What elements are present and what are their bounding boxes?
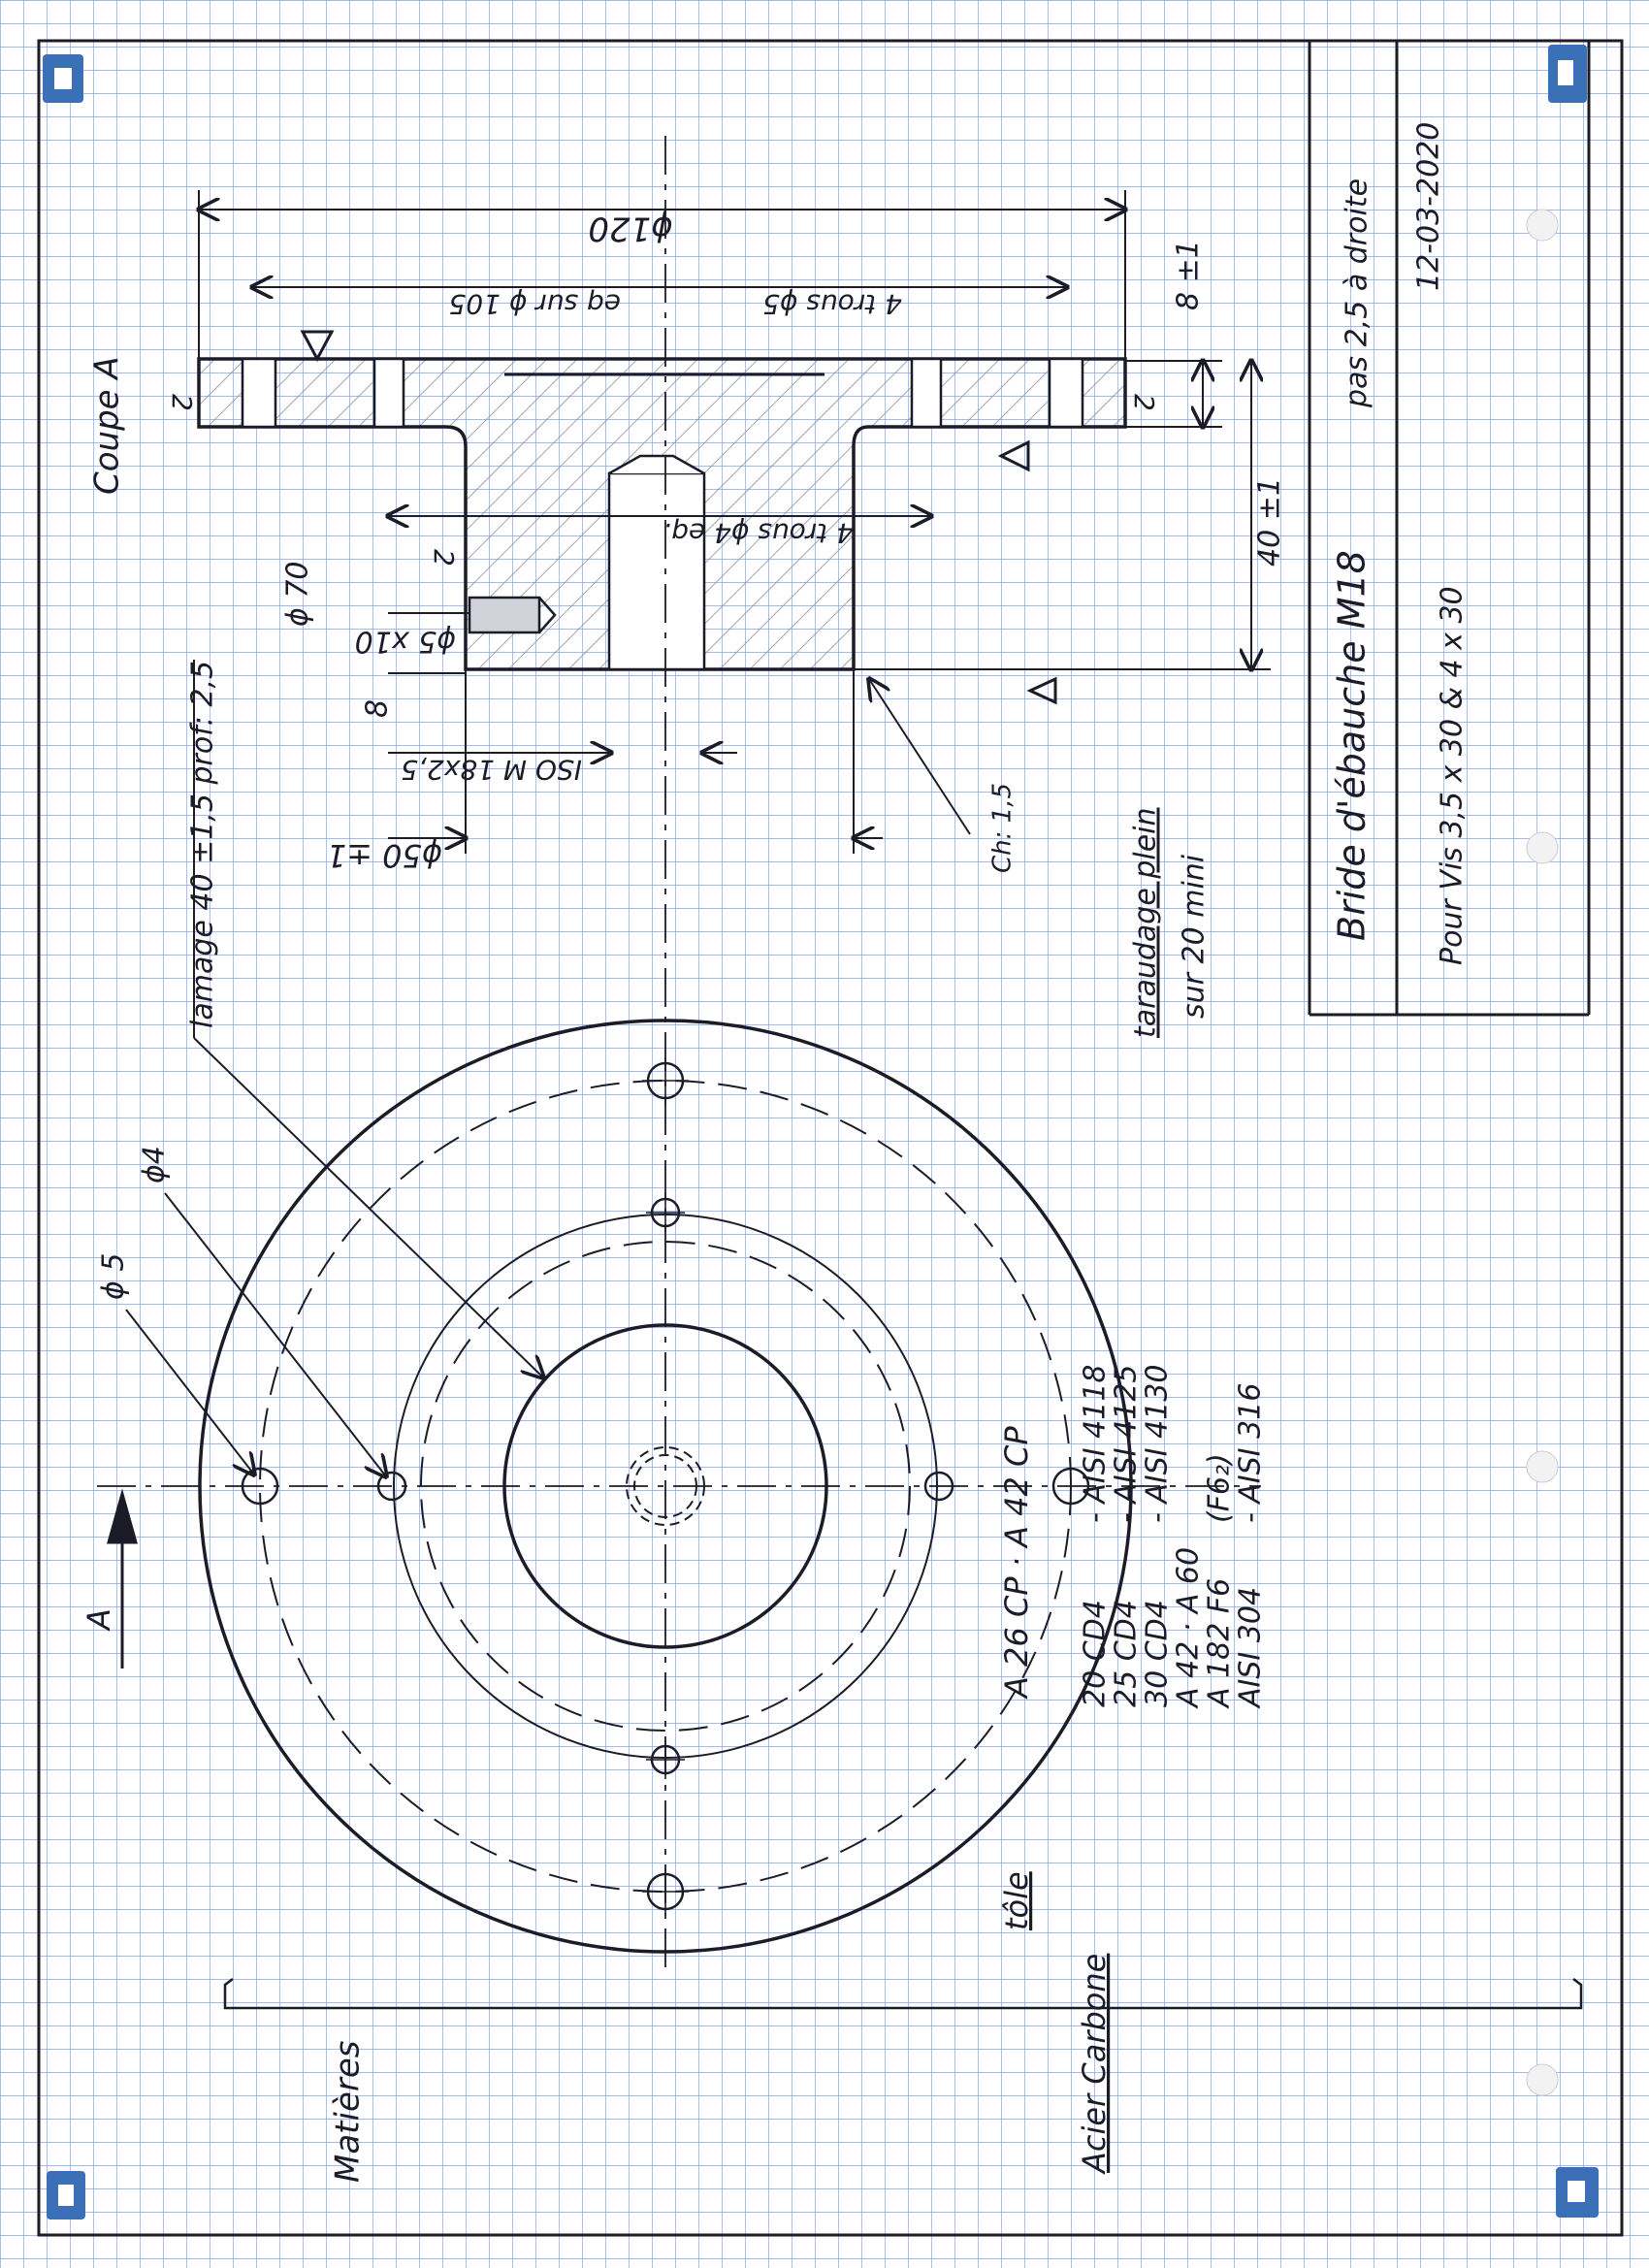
materials-tole-label: tôle (998, 1871, 1035, 1930)
bolt-circle-4 (420, 1241, 911, 1732)
note-lamage: lamage 40 ±1,5 prof: 2,5 (186, 661, 220, 1028)
steel-grade: A 42 · A 60 (1172, 1547, 1206, 1709)
hub-circle (502, 1323, 828, 1649)
corner-registration-mark-icon (47, 2171, 85, 2219)
hole-d5 (241, 1467, 279, 1506)
machining-triangle-icon (997, 439, 1030, 472)
materials-steel-list: 20 CD4 - AISI 4118 25 CD4 - AISI 4125 30… (1079, 1364, 1268, 1709)
steel-equiv: - AISI 4125 (1110, 1364, 1144, 1523)
note-tapping: taraudage plein (1129, 807, 1163, 1038)
machining-triangle-icon (300, 330, 335, 363)
bore-circle (626, 1446, 705, 1526)
title-screws: Pour Vis 3,5 x 30 & 4 x 30 (1436, 586, 1470, 965)
punch-hole (1526, 1450, 1559, 1483)
steel-grade: A 182 F6 (1203, 1578, 1237, 1709)
punch-hole (1526, 2063, 1559, 2096)
dim-d120: ϕ120 (588, 210, 672, 248)
machining-triangle-icon (1026, 676, 1057, 705)
dim-d50: ϕ50 ±1 (327, 837, 442, 874)
dim-height-40: 40 ±1 (1253, 477, 1287, 567)
steel-equiv: (F6₂) (1203, 1453, 1237, 1523)
section-arrow-icon (107, 1488, 138, 1669)
dim-d70: ϕ 70 (281, 562, 315, 628)
hole-d5 (1051, 1467, 1090, 1506)
punch-hole (1526, 831, 1559, 864)
section-pin (468, 596, 541, 634)
drawing-frame (37, 39, 1624, 2237)
dim-holes-5: 4 trous ϕ5 (762, 288, 902, 320)
corner-registration-mark-icon (1548, 45, 1587, 103)
outer-circle (198, 1019, 1133, 1954)
steel-grade: 20 CD4 (1079, 1600, 1113, 1707)
surface-mark-a: 2 (166, 394, 198, 411)
corner-registration-mark-icon (1556, 2167, 1599, 2218)
steel-equiv: - AISI 4118 (1079, 1364, 1113, 1523)
hole-d4 (923, 1471, 954, 1502)
plan-view (97, 660, 1261, 1954)
hole-d4 (376, 1471, 407, 1502)
dim-thick-8: 8 ±1 (1172, 240, 1206, 310)
dim-eight: 8 (361, 699, 395, 718)
bore-circle-inner (633, 1454, 697, 1518)
dimension-lines (199, 190, 1271, 854)
dim-eq-105: eq sur ϕ 105 (449, 288, 621, 320)
punch-hole (1526, 209, 1559, 242)
surface-mark-b: 2 (1128, 394, 1160, 411)
section-arrow-letter: A (81, 1608, 117, 1632)
surface-mark-c: 2 (428, 549, 460, 567)
steel-grade: 25 CD4 (1110, 1600, 1144, 1707)
dim-chamfer: Ch: 1,5 (988, 783, 1018, 873)
dim-iso-m18: ISO M 18x2,5 (401, 754, 582, 786)
materials-brace (223, 1978, 1583, 2010)
section-bore (607, 471, 706, 671)
dim-holes-4: 4 trous ϕ4 eq. (663, 517, 854, 549)
materials-label: Matières (329, 2041, 368, 2183)
title-block (1308, 41, 1591, 1017)
section-title: Coupe A (88, 356, 127, 495)
note-tapping-min: sur 20 mini (1178, 854, 1212, 1019)
dim-d5x10: ϕ5 x10 (355, 625, 456, 659)
title-pitch: pas 2,5 à droite (1341, 178, 1374, 408)
section-bore-cone (608, 454, 705, 475)
section-bolt-holes (241, 357, 1084, 429)
bolt-circle-105 (259, 1080, 1072, 1893)
steel-grade: AISI 304 (1234, 1587, 1268, 1709)
steel-grade: 30 CD4 (1141, 1600, 1175, 1707)
corner-registration-mark-icon (43, 54, 83, 103)
materials-steel-label: Acier Carbone (1076, 1954, 1113, 2175)
steel-equiv: - AISI 4130 (1141, 1364, 1175, 1523)
note-d4: ϕ4 (138, 1146, 172, 1183)
steel-equiv: - AISI 316 (1234, 1383, 1268, 1523)
note-d5: ϕ 5 (97, 1253, 131, 1300)
materials-tole-grades: A 26 CP · A 42 CP (998, 1426, 1035, 1700)
title-date: 12-03-2020 (1412, 122, 1446, 291)
title-main: Bride d'ébauche M18 (1331, 550, 1374, 941)
